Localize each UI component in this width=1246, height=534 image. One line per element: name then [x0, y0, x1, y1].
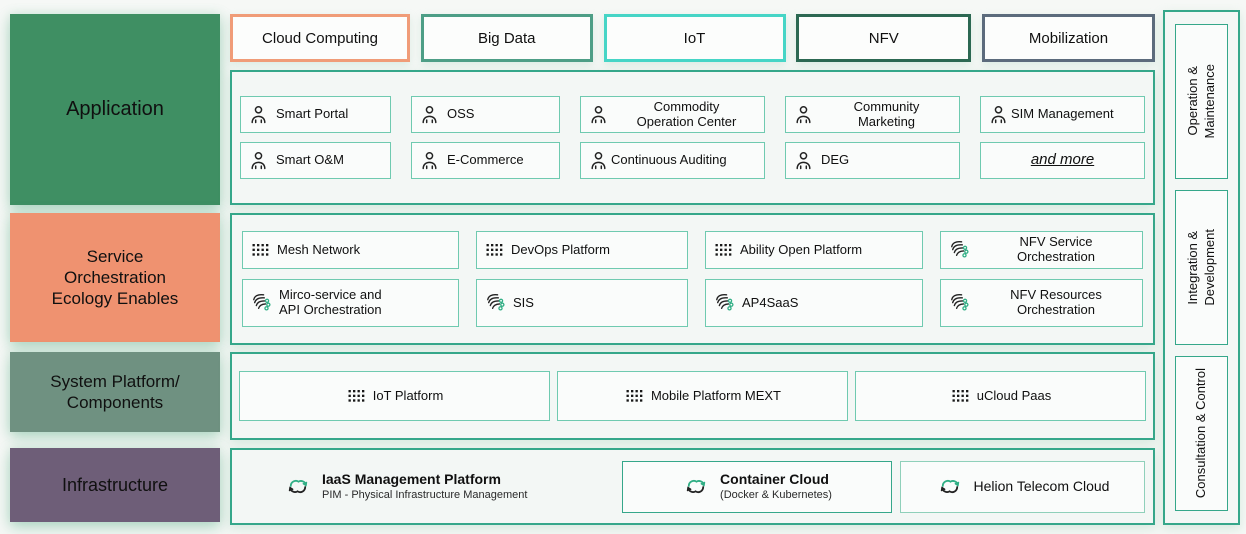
cloud-sync-icon [686, 479, 706, 494]
app-item-community-marketing: Community Marketing [785, 96, 960, 133]
orch-item-sis: SIS [476, 279, 688, 327]
flow-icon [951, 293, 969, 311]
orch-item-label: AP4SaaS [742, 294, 799, 310]
app-item-sim-management: SIM Management [980, 96, 1145, 133]
infra-item-subtitle: PIM - Physical Infrastructure Management [322, 488, 528, 501]
orch-item-ability-open-platform: Ability Open Platform [705, 231, 923, 269]
side-box-label: Operation & Maintenance [1184, 64, 1217, 139]
app-item-label: and more [1030, 151, 1095, 169]
infra-item-container-cloud: Container Cloud (Docker & Kubernetes) [622, 460, 892, 513]
lifecycle-panel: Operation & Maintenance Integration & De… [1163, 10, 1240, 525]
infra-item-title: Helion Telecom Cloud [973, 477, 1110, 494]
app-item-label: Community Marketing [853, 98, 920, 129]
tab-iot: IoT [603, 14, 786, 62]
plat-item-iot-platform: IoT Platform [239, 371, 550, 421]
app-item-smart-om: Smart O&M [240, 142, 391, 179]
user-icon [422, 151, 437, 170]
orch-item-label: NFV Resources Orchestration [1010, 287, 1102, 317]
user-icon [591, 105, 606, 124]
app-item-label: Commodity Operation Center [636, 98, 737, 129]
grid-dots-icon [348, 390, 365, 402]
user-icon [251, 105, 266, 124]
user-icon [796, 105, 811, 124]
app-item-and-more: and more [980, 142, 1145, 179]
platform-panel: IoT Platform Mobile Platform MEXT uCloud… [230, 352, 1155, 440]
grid-dots-icon [952, 390, 969, 402]
user-icon [796, 151, 811, 170]
section-label-platform: System Platform/ Components [10, 352, 220, 432]
side-box-operation-maintenance: Operation & Maintenance [1175, 24, 1228, 179]
orch-item-label: DevOps Platform [511, 241, 610, 257]
domain-tabs: Cloud Computing Big Data IoT NFV Mobiliz… [230, 14, 1155, 62]
orch-item-mesh-network: Mesh Network [242, 231, 459, 269]
user-icon [422, 105, 437, 124]
app-item-smart-portal: Smart Portal [240, 96, 391, 133]
flow-icon [487, 293, 505, 311]
orch-item-label: Ability Open Platform [740, 241, 863, 257]
app-item-oss: OSS [411, 96, 560, 133]
user-icon [591, 151, 606, 170]
orch-item-label: Mirco-service and API Orchestration [279, 287, 382, 317]
flow-icon [951, 240, 969, 258]
app-item-commodity-operation-center: Commodity Operation Center [580, 96, 765, 133]
user-icon [251, 151, 266, 170]
section-label-application: Application [10, 14, 220, 205]
plat-item-ucloud-paas: uCloud Paas [855, 371, 1146, 421]
orch-item-ap4saas: AP4SaaS [705, 279, 923, 327]
plat-item-label: Mobile Platform MEXT [650, 387, 782, 403]
tab-mobilization: Mobilization [982, 14, 1155, 62]
app-item-label: SIM Management [1011, 106, 1114, 122]
app-item-label: OSS [447, 106, 475, 122]
grid-dots-icon [626, 390, 643, 402]
grid-dots-icon [486, 244, 503, 256]
tab-nfv: NFV [796, 14, 972, 62]
plat-item-label: IoT Platform [372, 387, 444, 403]
orch-item-label: NFV Service Orchestration [1016, 234, 1096, 264]
side-box-consultation-control: Consultation & Control [1175, 356, 1228, 511]
cloud-sync-icon [940, 479, 959, 494]
application-panel: Smart Portal OSS Commodity Operation Cen… [230, 70, 1155, 205]
orch-item-devops-platform: DevOps Platform [476, 231, 688, 269]
section-label-infrastructure: Infrastructure [10, 448, 220, 522]
orch-item-nfv-service-orchestration: NFV Service Orchestration [940, 231, 1143, 269]
infra-item-iaas-management: IaaS Management Platform PIM - Physical … [240, 461, 614, 513]
grid-dots-icon [252, 244, 269, 256]
tab-cloud-computing: Cloud Computing [230, 14, 410, 62]
orch-item-label: Mesh Network [277, 241, 361, 257]
infra-item-helion-telecom-cloud: Helion Telecom Cloud [900, 460, 1145, 513]
infra-item-title: IaaS Management Platform [322, 471, 501, 488]
app-item-e-commerce: E-Commerce [411, 142, 560, 179]
plat-item-mobile-platform-mext: Mobile Platform MEXT [557, 371, 848, 421]
app-item-label: Smart Portal [276, 106, 349, 122]
user-icon [991, 105, 1006, 124]
orch-item-label: SIS [513, 294, 534, 310]
grid-dots-icon [715, 244, 732, 256]
plat-item-label: uCloud Paas [976, 387, 1052, 403]
flow-icon [253, 293, 271, 311]
orchestration-panel: Mesh Network DevOps Platform Ability Ope… [230, 213, 1155, 345]
orch-item-nfv-resources-orchestration: NFV Resources Orchestration [940, 279, 1143, 327]
side-box-integration-development: Integration & Development [1175, 190, 1228, 345]
flow-icon [716, 293, 734, 311]
app-item-deg: DEG [785, 142, 960, 179]
app-item-label: DEG [821, 152, 850, 168]
side-box-label: Consultation & Control [1193, 368, 1209, 499]
app-item-continuous-auditing: Continuous Auditing [580, 142, 765, 179]
infra-item-title: Container Cloud [720, 471, 829, 488]
app-item-label: E-Commerce [447, 152, 524, 168]
infrastructure-panel: IaaS Management Platform PIM - Physical … [230, 448, 1155, 525]
app-item-label: Continuous Auditing [611, 152, 727, 168]
app-item-label: Smart O&M [276, 152, 344, 168]
infra-item-subtitle: (Docker & Kubernetes) [720, 488, 832, 501]
cloud-sync-icon [288, 479, 308, 494]
tab-big-data: Big Data [420, 14, 593, 62]
orch-item-micro-service-api-orchestration: Mirco-service and API Orchestration [242, 279, 459, 327]
section-label-orchestration: Service Orchestration Ecology Enables [10, 213, 220, 342]
side-box-label: Integration & Development [1184, 229, 1217, 306]
